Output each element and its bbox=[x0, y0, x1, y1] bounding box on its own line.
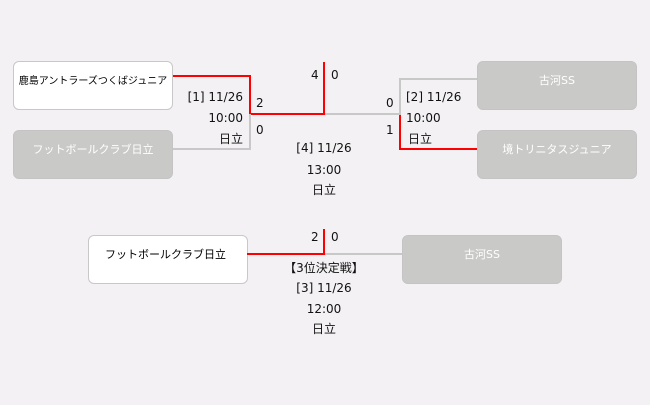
match-info: [2] 11/26 bbox=[406, 90, 462, 104]
score: 0 bbox=[256, 123, 264, 137]
team-name: フットボールクラブ日立 bbox=[32, 143, 154, 156]
team-name: 境トリニタスジュニア bbox=[502, 143, 612, 156]
score: 4 bbox=[311, 68, 319, 82]
bracket-line bbox=[249, 75, 251, 115]
bracket-line bbox=[325, 113, 401, 115]
match-venue: 日立 bbox=[311, 322, 336, 336]
match-time: 10:00 bbox=[208, 111, 243, 125]
bracket-line bbox=[173, 148, 251, 150]
score: 2 bbox=[311, 230, 319, 244]
team-name: フットボールクラブ日立 bbox=[105, 248, 226, 261]
match-venue: 日立 bbox=[408, 132, 433, 146]
match-info: [4] 11/26 bbox=[296, 141, 352, 155]
bracket-line bbox=[399, 115, 401, 150]
score: 0 bbox=[386, 96, 394, 110]
match-venue: 日立 bbox=[218, 132, 243, 146]
bracket-line bbox=[325, 253, 402, 255]
team-box-sakai[interactable]: 境トリニタスジュニア bbox=[477, 130, 637, 179]
match-info: [1] 11/26 bbox=[187, 90, 243, 104]
bracket-line bbox=[399, 78, 477, 80]
match-info: [3] 11/26 bbox=[296, 281, 352, 295]
third-place-title: 【3位決定戦】 bbox=[284, 261, 364, 275]
bracket-line bbox=[323, 62, 325, 115]
team-box-3rd-left[interactable]: フットボールクラブ日立 bbox=[88, 235, 248, 284]
match-time: 13:00 bbox=[306, 163, 342, 177]
bracket-line bbox=[399, 148, 477, 150]
team-name: 古河SS bbox=[539, 74, 575, 87]
bracket-line bbox=[323, 229, 325, 255]
score: 0 bbox=[331, 230, 339, 244]
match-time: 10:00 bbox=[406, 111, 441, 125]
bracket-line bbox=[399, 78, 401, 115]
match-time: 12:00 bbox=[306, 302, 342, 316]
bracket-line bbox=[247, 253, 325, 255]
score: 1 bbox=[386, 123, 394, 137]
team-box-3rd-right[interactable]: 古河SS bbox=[402, 235, 562, 284]
score: 0 bbox=[331, 68, 339, 82]
bracket-line bbox=[249, 113, 325, 115]
bracket-line bbox=[173, 75, 251, 77]
team-box-fc-hitachi[interactable]: フットボールクラブ日立 bbox=[13, 130, 173, 179]
bracket-line bbox=[249, 114, 251, 150]
team-name: 鹿島アントラーズつくばジュニア bbox=[18, 76, 168, 87]
score: 2 bbox=[256, 96, 264, 110]
team-box-kashima[interactable]: 鹿島アントラーズつくばジュニア bbox=[13, 61, 173, 110]
team-box-koga[interactable]: 古河SS bbox=[477, 61, 637, 110]
match-venue: 日立 bbox=[311, 183, 336, 197]
team-name: 古河SS bbox=[464, 248, 500, 261]
